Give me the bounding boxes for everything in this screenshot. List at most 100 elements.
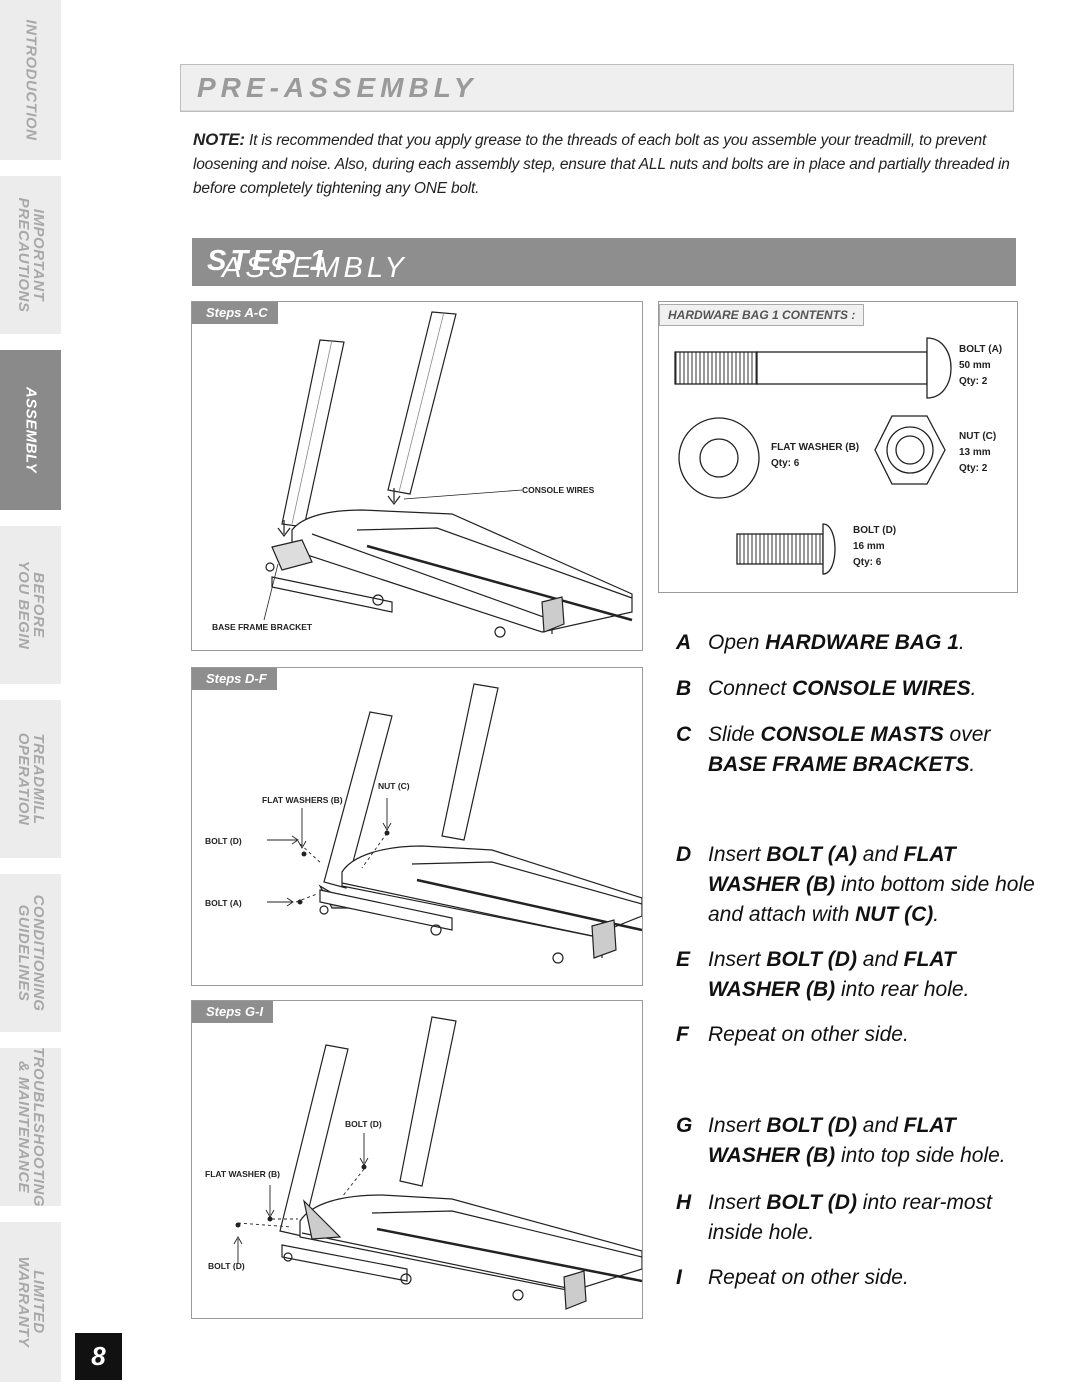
bolt-d-size: 16 mm: [853, 541, 885, 552]
step-keyword: BOLT (D): [766, 948, 857, 971]
hardware-illustrations: [674, 337, 952, 575]
flat-washer-qty: Qty: 6: [771, 458, 800, 469]
tab-label: ASSEMBLY: [22, 386, 39, 474]
step-fragment: Insert: [708, 948, 767, 971]
step-keyword: FLAT WASHER (B): [708, 1114, 956, 1167]
callout-bolt-d-bottom: BOLT (D): [208, 1261, 245, 1271]
step-keyword: CONSOLE WIRES: [792, 677, 971, 700]
callout-console-wires: CONSOLE WIRES: [522, 485, 595, 495]
bolt-a-label: BOLT (A) 50 mm Qty: 2: [959, 342, 1002, 390]
step-text: Insert BOLT (A) and FLAT WASHER (B) into…: [708, 840, 1038, 930]
tab-conditioning-guidelines[interactable]: CONDITIONING GUIDELINES: [0, 874, 61, 1032]
bolt-a-size: 50 mm: [959, 360, 991, 371]
step-keyword: CONSOLE MASTS: [760, 723, 944, 746]
figure-steps-a-c: Steps A-C CONSOLE WIRES BASE FRAME BRACK…: [191, 301, 643, 651]
tab-important-precautions[interactable]: IMPORTANT PRECAUTIONS: [0, 176, 61, 334]
nut-name: NUT (C): [959, 431, 997, 442]
tab-label: CONDITIONING GUIDELINES: [14, 894, 47, 1012]
step-letter: D: [676, 843, 692, 866]
step-letter: B: [676, 677, 692, 700]
section-tabs: INTRODUCTION IMPORTANT PRECAUTIONS ASSEM…: [0, 0, 61, 1397]
treadmill-illustration-gi: [233, 1016, 642, 1310]
step-fragment: Open: [708, 631, 766, 654]
pre-assembly-banner: PRE-ASSEMBLY: [180, 64, 1014, 112]
tab-label: TREADMILL OPERATION: [14, 732, 47, 826]
step-fragment: and: [856, 843, 904, 866]
figure-steps-g-i: Steps G-I BOLT (D) FLAT WASHER (B) BOLT …: [191, 1000, 643, 1319]
tab-before-you-begin[interactable]: BEFORE YOU BEGIN: [0, 526, 61, 684]
step-keyword: BASE FRAME BRACKETS: [708, 753, 970, 776]
bolt-d-qty: Qty: 6: [853, 557, 882, 568]
nut-size: 13 mm: [959, 447, 991, 458]
step-text: Slide CONSOLE MASTS over BASE FRAME BRAC…: [708, 720, 1038, 780]
step-fragment: Insert: [708, 1114, 767, 1137]
nut-qty: Qty: 2: [959, 463, 988, 474]
tab-troubleshooting-maintenance[interactable]: TROUBLESHOOTING & MAINTENANCE: [0, 1048, 61, 1206]
step-fragment: Slide: [708, 723, 761, 746]
step-keyword: FLAT WASHER (B): [708, 948, 956, 1001]
assembly-step-title: ASSEMBLY STEP 1: [207, 245, 404, 284]
step-letter: A: [676, 631, 692, 654]
step-fragment: into top side hole.: [835, 1144, 1006, 1167]
step-fragment: .: [969, 753, 976, 776]
callout-nut: NUT (C): [378, 781, 410, 791]
step-text: Open HARDWARE BAG 1.: [708, 628, 1038, 658]
step-fragment: Connect: [708, 677, 793, 700]
step-fragment: Repeat on other side.: [708, 1266, 909, 1289]
note-text: It is recommended that you apply grease …: [193, 132, 1010, 197]
step-text: Repeat on other side.: [708, 1263, 1038, 1293]
step-keyword: BOLT (D): [766, 1191, 857, 1214]
bolt-a-name: BOLT (A): [959, 344, 1003, 355]
step-text: Insert BOLT (D) and FLAT WASHER (B) into…: [708, 1111, 1038, 1171]
tab-introduction[interactable]: INTRODUCTION: [0, 0, 61, 160]
step-fragment: .: [958, 631, 965, 654]
callout-bolt-a: BOLT (A): [205, 898, 242, 908]
tab-assembly[interactable]: ASSEMBLY: [0, 350, 61, 510]
step-keyword: FLAT WASHER (B): [708, 843, 956, 896]
step-fragment: over: [943, 723, 991, 746]
step-text: Insert BOLT (D) and FLAT WASHER (B) into…: [708, 945, 1038, 1005]
tab-label: TROUBLESHOOTING & MAINTENANCE: [14, 1048, 47, 1206]
step-text: Connect CONSOLE WIRES.: [708, 674, 1038, 704]
step-letter: I: [676, 1266, 682, 1289]
nut-label: NUT (C) 13 mm Qty: 2: [959, 429, 996, 477]
step-text: Insert BOLT (D) into rear-most inside ho…: [708, 1188, 1038, 1248]
tab-treadmill-operation[interactable]: TREADMILL OPERATION: [0, 700, 61, 858]
treadmill-illustration-ac: [263, 311, 633, 638]
hardware-bag-contents: HARDWARE BAG 1 CONTENTS : BOLT (A) 50 mm…: [658, 301, 1018, 593]
step-title-bold: STEP 1: [207, 245, 330, 277]
pre-assembly-title: PRE-ASSEMBLY: [197, 72, 478, 103]
figure-tag: Steps G-I: [192, 1001, 274, 1023]
bolt-d-name: BOLT (D): [853, 525, 897, 536]
step-keyword: BOLT (A): [766, 843, 857, 866]
step-text: Repeat on other side.: [708, 1020, 1038, 1050]
callout-base-frame-bracket: BASE FRAME BRACKET: [212, 622, 313, 632]
tab-label: INTRODUCTION: [22, 19, 39, 141]
step-keyword: NUT (C): [855, 903, 934, 926]
step-letter: E: [676, 948, 691, 971]
tab-label: BEFORE YOU BEGIN: [14, 560, 47, 650]
callout-bolt-d-top: BOLT (D): [345, 1119, 382, 1129]
hardware-bag-title: HARDWARE BAG 1 CONTENTS :: [659, 304, 865, 326]
treadmill-illustration-df: [267, 683, 642, 964]
step-fragment: into rear-most inside hole.: [708, 1191, 992, 1244]
tab-label: IMPORTANT PRECAUTIONS: [14, 197, 47, 313]
step-fragment: into rear hole.: [835, 978, 970, 1001]
bolt-a-qty: Qty: 2: [959, 376, 988, 387]
callout-bolt-d: BOLT (D): [205, 836, 242, 846]
step-fragment: into bottom side hole and attach with: [708, 873, 1035, 926]
step-fragment: .: [970, 677, 977, 700]
assembly-step-banner: ASSEMBLY STEP 1: [192, 238, 1016, 286]
flat-washer-name: FLAT WASHER (B): [771, 442, 860, 453]
step-keyword: BOLT (D): [766, 1114, 857, 1137]
bolt-d-label: BOLT (D) 16 mm Qty: 6: [853, 523, 896, 571]
figure-tag: Steps D-F: [192, 668, 277, 690]
step-fragment: and: [856, 948, 904, 971]
tab-limited-warranty[interactable]: LIMITED WARRANTY: [0, 1222, 61, 1382]
step-fragment: and: [856, 1114, 904, 1137]
note-label: NOTE:: [193, 130, 245, 149]
step-title-light: ASSEMBLY: [222, 252, 408, 284]
step-fragment: Insert: [708, 843, 767, 866]
step-fragment: .: [933, 903, 940, 926]
page-number: 8: [75, 1333, 122, 1380]
